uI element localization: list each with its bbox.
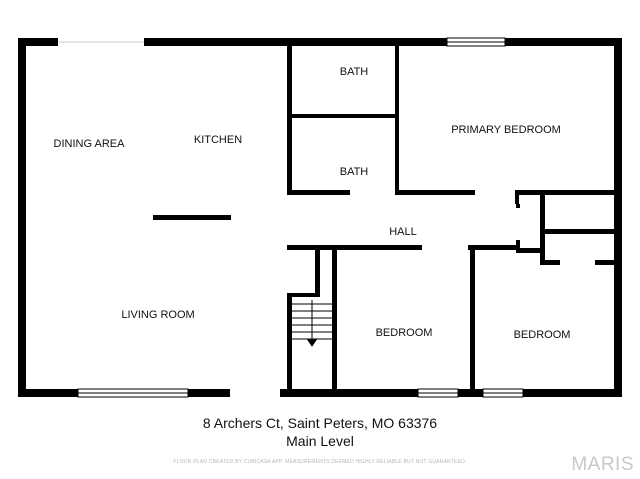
- exterior-walls: [18, 38, 622, 397]
- level-label: Main Level: [286, 433, 354, 449]
- wall-bath-bottom: [287, 190, 350, 195]
- label-bedroom-left: BEDROOM: [376, 327, 433, 339]
- label-dining-area: DINING AREA: [54, 138, 126, 150]
- label-kitchen: KITCHEN: [194, 134, 242, 146]
- wall-bath-right: [395, 46, 399, 96]
- staircase: [292, 300, 332, 347]
- label-bedroom-right: BEDROOM: [514, 329, 571, 341]
- address-line: 8 Archers Ct, Saint Peters, MO 63376: [202, 415, 438, 431]
- room-labels: DINING AREA KITCHEN LIVING ROOM BATH BAT…: [54, 66, 571, 341]
- label-living-room: LIVING ROOM: [121, 309, 194, 321]
- wall-bedroom-divider: [470, 250, 475, 389]
- kitchen-counter: [153, 215, 231, 220]
- wall-bath-divider: [287, 114, 397, 118]
- wall-stair-right: [332, 250, 337, 389]
- wall-closet-left: [515, 190, 519, 204]
- wall-right: [614, 38, 622, 397]
- maris-watermark: MARIS: [571, 454, 634, 475]
- interior-walls: [153, 46, 614, 389]
- label-bath-upper: BATH: [340, 66, 369, 78]
- stair-arrow-head: [307, 339, 317, 347]
- label-primary-bedroom: PRIMARY BEDROOM: [451, 124, 561, 136]
- entry-opening: [230, 389, 280, 397]
- wall-hall-bottom-left: [287, 245, 422, 250]
- wall-top: [18, 38, 622, 46]
- windows: [58, 37, 524, 398]
- wall-stair-left: [287, 293, 292, 389]
- label-hall: HALL: [389, 226, 417, 238]
- wall-left: [18, 38, 26, 397]
- label-bath-lower: BATH: [340, 166, 369, 178]
- wall-primary-bottom: [395, 190, 475, 195]
- floor-plan: DINING AREA KITCHEN LIVING ROOM BATH BAT…: [18, 37, 622, 398]
- wall-bath-left: [287, 46, 292, 194]
- wall-hall-bottom-right: [468, 245, 518, 250]
- wall-bottom: [18, 389, 622, 397]
- disclaimer-text: FLOOR PLAN CREATED BY CUBICASA APP. MEAS…: [173, 459, 467, 465]
